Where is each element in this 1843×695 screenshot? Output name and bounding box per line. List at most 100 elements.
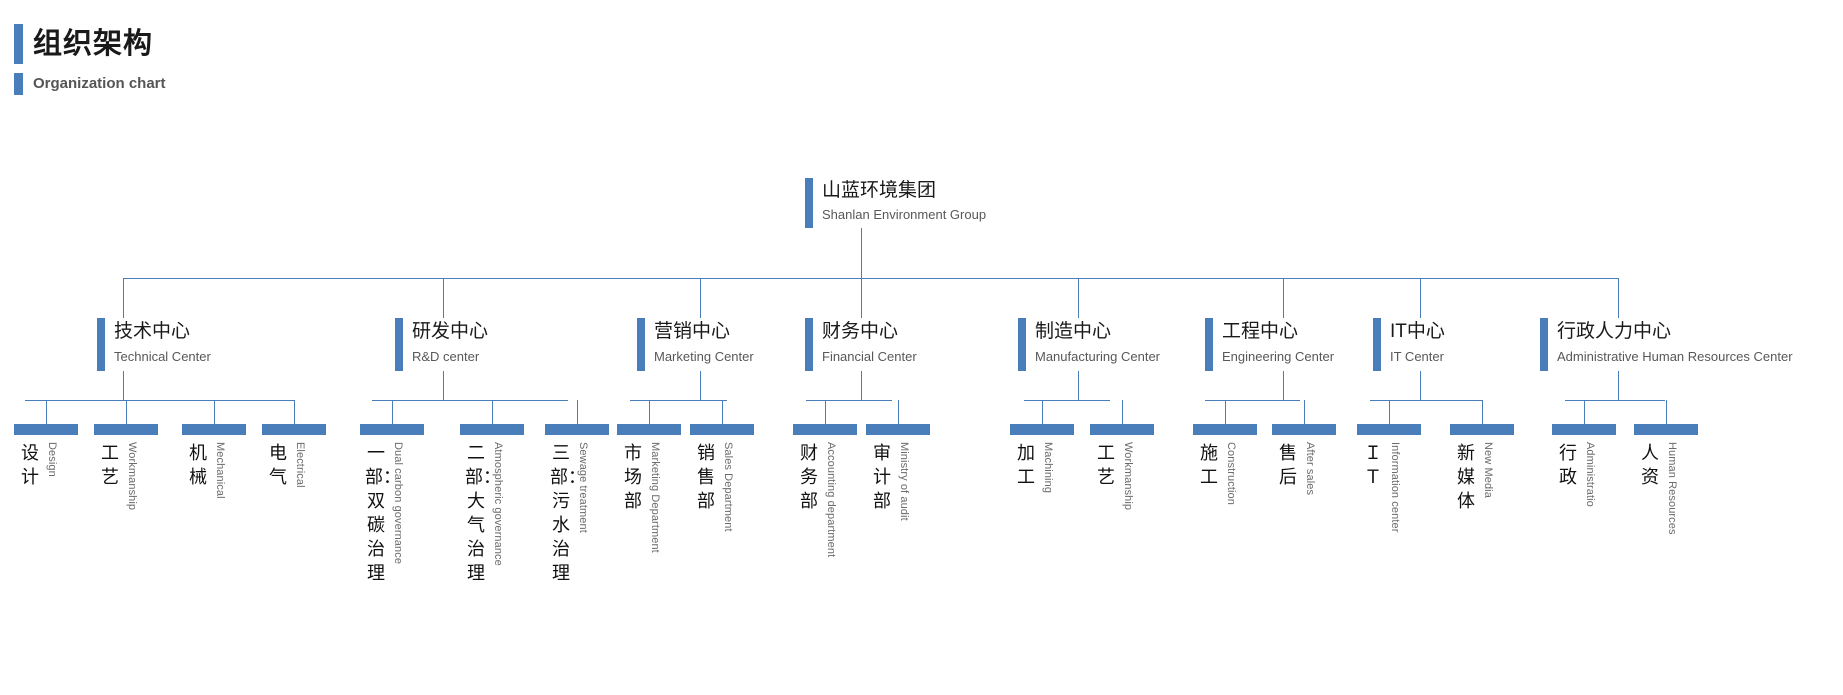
department-label-cn: 财务部: [800, 443, 818, 511]
org-node-department[interactable]: 机械 Mechanical: [182, 424, 246, 499]
department-drop-line: [1225, 400, 1226, 424]
org-node-center[interactable]: 营销中心 Marketing Center: [637, 318, 754, 371]
department-bus-line: [1024, 400, 1110, 401]
center-node-label-en: Technical Center: [114, 349, 211, 364]
center-accent-bar-icon: [805, 318, 813, 371]
center-accent-bar-icon: [1205, 318, 1213, 371]
department-bus-line: [630, 400, 727, 401]
department-bar-icon: [1010, 424, 1074, 435]
department-drop-line: [492, 400, 493, 424]
center-drop-line: [1420, 278, 1421, 318]
department-label-cn: 工艺: [1097, 443, 1115, 487]
department-labels: 机械 Mechanical: [182, 441, 246, 499]
department-label-en: New Media: [1482, 442, 1494, 498]
org-node-department[interactable]: 施工 Construction: [1193, 424, 1257, 505]
department-drop-line: [825, 400, 826, 424]
center-node-label-en: Marketing Center: [654, 349, 754, 364]
center-accent-bar-icon: [637, 318, 645, 371]
department-bar-icon: [1272, 424, 1336, 435]
page-title: 组织架构: [33, 28, 154, 60]
department-label-en: Design: [46, 442, 58, 477]
org-node-department[interactable]: 新媒体 New Media: [1450, 424, 1514, 513]
center-node-label-cn: 研发中心: [412, 321, 489, 342]
center-tail-line: [1420, 371, 1421, 400]
department-label-en: Sewage treatment: [577, 442, 589, 533]
center-node-label-en: IT Center: [1390, 349, 1444, 364]
department-label-cn: 机械: [189, 443, 207, 487]
center-node-label-cn: 行政人力中心: [1557, 321, 1672, 342]
department-bar-icon: [1090, 424, 1154, 435]
org-node-department[interactable]: 设计 Design: [14, 424, 78, 489]
department-label-en: Information center: [1389, 442, 1401, 533]
department-label-cn: 审计部: [873, 443, 891, 511]
department-label-en: Construction: [1225, 442, 1237, 505]
department-label-en: Mechanical: [214, 442, 226, 499]
department-label-cn: ＩＴ: [1364, 443, 1382, 487]
department-label-en: Ministry of audit: [898, 442, 910, 521]
department-label-cn: 施工: [1200, 443, 1218, 487]
org-node-root[interactable]: 山蓝环境集团 Shanlan Environment Group: [805, 178, 986, 228]
center-drop-line: [861, 278, 862, 318]
department-labels: 审计部 Ministry of audit: [866, 441, 930, 521]
center-node-label-en: Manufacturing Center: [1035, 349, 1161, 364]
center-node-label-cn: 营销中心: [654, 321, 731, 342]
department-drop-line: [46, 400, 47, 424]
department-bus-line: [806, 400, 892, 401]
center-drop-line: [1283, 278, 1284, 318]
department-label-en: Human Resources: [1666, 442, 1678, 535]
center-accent-bar-icon: [1373, 318, 1381, 371]
department-drop-line: [126, 400, 127, 424]
org-node-department[interactable]: ＩＴ Information center: [1357, 424, 1421, 532]
department-bar-icon: [617, 424, 681, 435]
center-accent-bar-icon: [97, 318, 105, 371]
title-accent-bar-icon: [14, 24, 23, 64]
department-label-cn: 售后: [1279, 443, 1297, 487]
department-label-en: Dual carbon governance: [392, 442, 404, 565]
department-label-cn: 三部：污水治理: [550, 443, 586, 583]
center-tail-line: [443, 371, 444, 400]
department-bar-icon: [866, 424, 930, 435]
department-drop-line: [214, 400, 215, 424]
department-bar-icon: [460, 424, 524, 435]
center-drop-line: [1078, 278, 1079, 318]
department-label-en: Marketing Department: [649, 442, 661, 553]
department-bar-icon: [545, 424, 609, 435]
org-node-department[interactable]: 审计部 Ministry of audit: [866, 424, 930, 521]
department-label-cn: 一部：双碳治理: [365, 443, 401, 583]
department-labels: 施工 Construction: [1193, 441, 1257, 505]
department-label-cn: 设计: [21, 443, 39, 487]
center-drop-line: [700, 278, 701, 318]
root-node-label-en: Shanlan Environment Group: [822, 207, 987, 222]
page-title-row: 组织架构: [14, 24, 166, 64]
center-node-label-cn: 工程中心: [1222, 321, 1299, 342]
department-label-cn: 新媒体: [1457, 443, 1475, 511]
department-label-cn: 加工: [1017, 443, 1035, 487]
center-node-label-cn: 制造中心: [1035, 321, 1112, 342]
org-node-center[interactable]: 制造中心 Manufacturing Center: [1018, 318, 1160, 371]
page-header: 组织架构 Organization chart: [14, 24, 166, 95]
